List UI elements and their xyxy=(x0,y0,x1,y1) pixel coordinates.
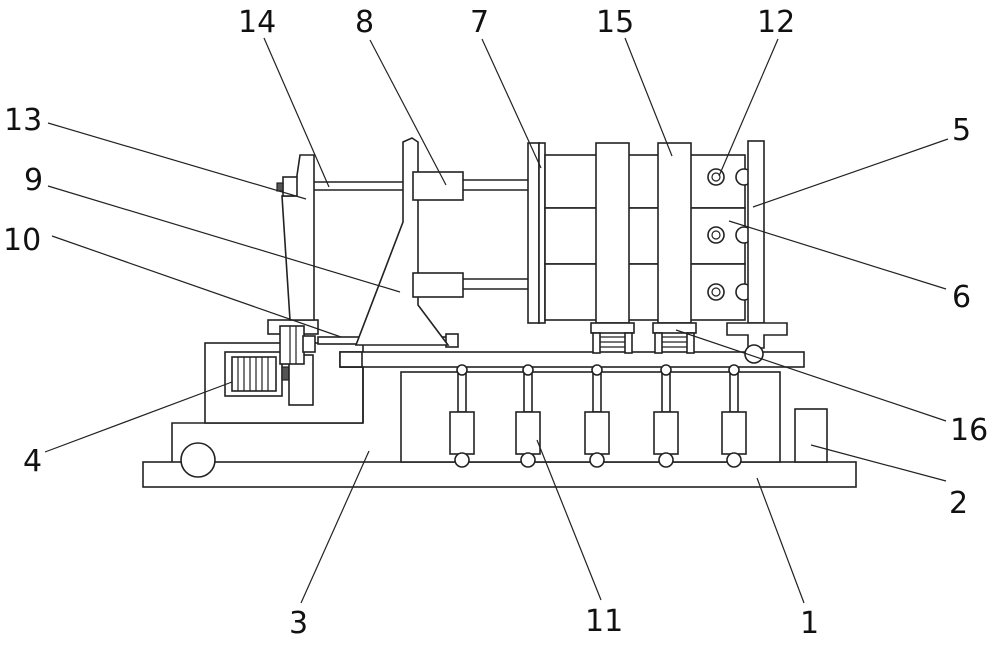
right-frame-plate xyxy=(747,140,765,324)
part-labels: 1 2 3 4 5 6 7 8 9 10 11 12 13 14 15 16 xyxy=(3,5,988,641)
label-6: 6 xyxy=(952,280,971,315)
shaft-bracket xyxy=(445,333,459,348)
label-3: 3 xyxy=(289,606,308,641)
label-16: 16 xyxy=(950,413,988,448)
leader-15 xyxy=(624,37,673,157)
motor-core xyxy=(231,356,277,392)
leader-2 xyxy=(810,444,947,482)
leader-11 xyxy=(536,439,602,601)
support-leg xyxy=(721,364,747,468)
leader-lines xyxy=(44,37,949,604)
label-4: 4 xyxy=(23,444,42,479)
support-leg xyxy=(653,364,679,468)
clamp-post-left xyxy=(595,142,630,324)
label-11: 11 xyxy=(585,604,623,639)
leader-9 xyxy=(47,185,401,293)
leader-13 xyxy=(47,122,307,200)
support-leg xyxy=(515,364,541,468)
bolt xyxy=(707,226,725,244)
label-15: 15 xyxy=(596,5,634,40)
label-9: 9 xyxy=(24,163,43,198)
label-7: 7 xyxy=(470,5,489,40)
base-plate xyxy=(142,461,857,488)
motor-shaft xyxy=(281,366,290,381)
label-8: 8 xyxy=(355,5,374,40)
clamp-post-right xyxy=(657,142,692,324)
support-legs xyxy=(449,364,747,468)
leader-10 xyxy=(51,235,342,338)
leader-7 xyxy=(481,38,542,169)
push-plate xyxy=(527,142,540,324)
right-frame-foot xyxy=(726,322,788,349)
gear-small xyxy=(302,335,316,353)
wheel xyxy=(180,442,216,478)
central-bracket xyxy=(354,137,450,346)
leader-6 xyxy=(728,220,947,290)
left-plate-bolt xyxy=(276,182,284,192)
right-roller xyxy=(744,344,764,364)
leader-12 xyxy=(718,38,779,177)
cylinder-upper xyxy=(412,171,464,201)
leader-14 xyxy=(263,37,330,188)
table-end xyxy=(339,351,363,368)
support-leg xyxy=(449,364,475,468)
label-13: 13 xyxy=(4,103,42,138)
gear-assembly xyxy=(267,319,319,365)
label-12: 12 xyxy=(757,5,795,40)
cylinder-lower xyxy=(412,272,464,298)
bolt xyxy=(707,283,725,301)
tube-clamp-stack xyxy=(544,154,746,321)
gear-box xyxy=(279,325,305,365)
support-leg xyxy=(584,364,610,468)
clamp-foot xyxy=(652,322,697,354)
label-14: 14 xyxy=(238,5,276,40)
clamp-foot xyxy=(590,322,635,354)
label-2: 2 xyxy=(949,486,968,521)
leader-8 xyxy=(369,39,447,186)
label-5: 5 xyxy=(952,113,971,148)
leader-1 xyxy=(756,477,805,604)
label-1: 1 xyxy=(800,606,819,641)
leader-16 xyxy=(675,329,947,422)
leader-5 xyxy=(752,138,949,208)
end-block xyxy=(794,408,828,463)
label-10: 10 xyxy=(3,223,41,258)
leader-3 xyxy=(300,450,370,604)
leader-4 xyxy=(44,381,233,453)
